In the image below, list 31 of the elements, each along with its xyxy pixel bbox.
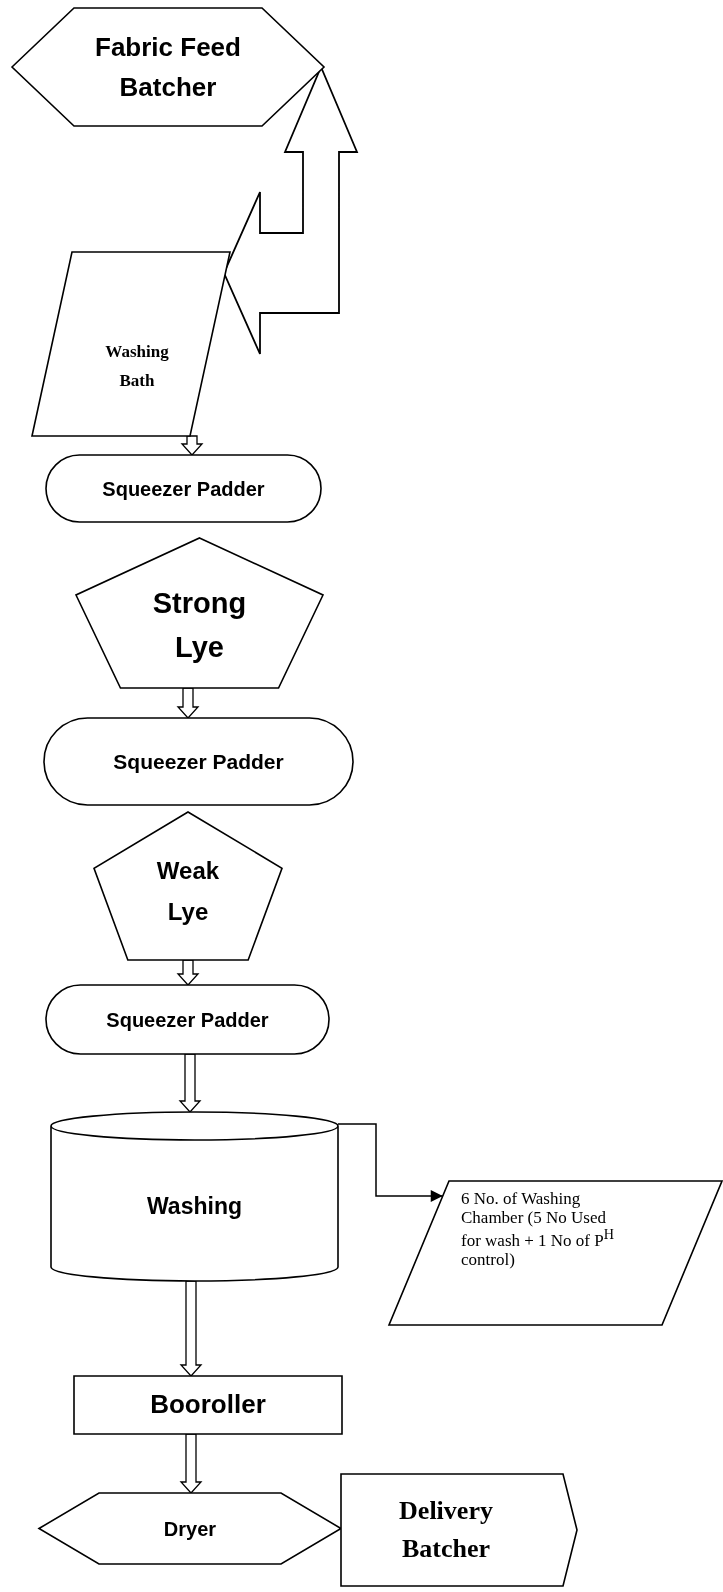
pentagon-arrow-shape [341, 1474, 577, 1586]
block-arrow [179, 1433, 203, 1494]
node-label: Delivery Batcher [398, 1495, 494, 1565]
pentagon-shape [94, 812, 282, 960]
node-label: Squeezer Padder [106, 1007, 269, 1032]
node-label: Dryer [163, 1516, 217, 1541]
node-label: Booroller [150, 1389, 266, 1421]
parallelogram-shape [389, 1181, 722, 1325]
rounded-terminal-shape [46, 985, 329, 1054]
hexagon-shape [12, 8, 324, 126]
node-label: Strong Lye [151, 586, 248, 665]
block-arrow [178, 1053, 202, 1113]
node-label: Washing [147, 1193, 242, 1221]
node-label: 6 No. of Washing Chamber (5 No Used for wash + 1 No of P$^{H}$ control) [461, 1189, 615, 1269]
node-label: Squeezer Padder [102, 476, 265, 501]
node-label: Washing Bath [104, 341, 170, 392]
rounded-terminal-shape [46, 455, 321, 522]
hexagon-shape [39, 1493, 341, 1564]
arrow [337, 1123, 444, 1202]
cylinder-shape [51, 1112, 338, 1281]
block-arrow [176, 959, 200, 986]
node-label: Weak Lye [155, 856, 221, 927]
block-arrow [176, 687, 200, 719]
node-label: Squeezer Padder [113, 748, 284, 775]
process-box [74, 1376, 342, 1434]
block-arrow [179, 1280, 203, 1377]
node-label: Fabric Feed Batcher [94, 30, 242, 104]
pentagon-shape [76, 538, 323, 688]
parallelogram-shape [32, 252, 230, 436]
block-arrow [180, 435, 204, 456]
rounded-terminal-shape [44, 718, 353, 805]
